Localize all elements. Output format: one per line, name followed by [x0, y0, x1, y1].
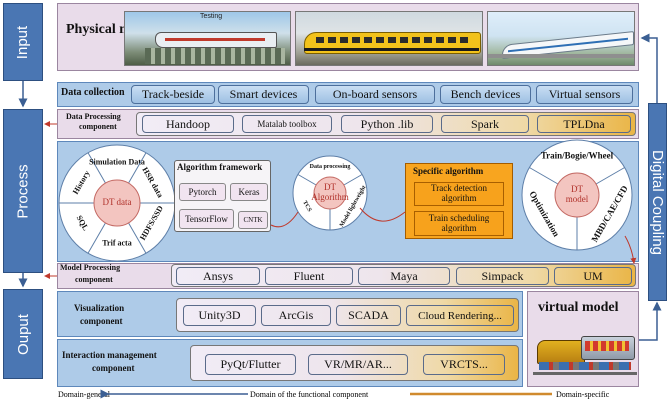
chip-smart-devices: Smart devices: [218, 85, 309, 104]
model-processing-label-1: Model Processing: [60, 263, 121, 272]
link-framework-to-algorithm: [270, 211, 299, 228]
visualization-bar: [176, 298, 519, 332]
chip-simpack: Simpack: [456, 267, 549, 285]
data-processing-label-1: Data Processing: [66, 112, 121, 121]
input-block: Input: [3, 3, 43, 81]
dt-model-divider: [529, 167, 559, 185]
dt-model-segment-label: Train/Bogie/Wheel: [541, 151, 614, 161]
dt-algorithm-center-label: DT: [324, 182, 336, 192]
chip-cntk: CNTK: [238, 211, 268, 229]
dt-algorithm-segment-label: Data processing: [310, 164, 351, 170]
testing-caption: Testing: [200, 13, 223, 20]
link-algorithm-to-specific: [359, 207, 406, 222]
chip-unity3d: Unity3D: [183, 305, 256, 326]
chip-pytorch: Pytorch: [179, 183, 226, 201]
dt-data-segment-label: Simulation Data: [89, 157, 145, 166]
domain-axis-label-left: Domain-general: [58, 390, 110, 399]
chip-um: UM: [554, 267, 632, 285]
white-train-bridge: [488, 54, 634, 58]
chip-bench-devices: Bench devices: [440, 85, 531, 104]
model-processing-bar: [171, 264, 636, 287]
chip-track-beside: Track-beside: [131, 85, 215, 104]
chip-maya: Maya: [358, 267, 450, 285]
chip-tpldna: TPLDna: [537, 115, 631, 133]
virtual-train-bogies: [539, 362, 631, 370]
data-collection-label: Data collection: [61, 87, 125, 98]
dt-data-segment-label: Trif acta: [102, 238, 131, 247]
dt-data-divider: [128, 152, 147, 184]
interaction-label-2: component: [92, 363, 135, 373]
interaction-label-1: Interaction management: [62, 350, 157, 360]
model-processing-label-2: component: [75, 275, 113, 284]
visualization-label-1: Visualization: [74, 303, 125, 313]
physical-photo-white-train: [487, 11, 635, 66]
physical-photo-testing: Testing: [124, 11, 291, 66]
dt-data-divider: [87, 222, 106, 254]
virtual-train-rail: [533, 372, 637, 375]
output-block: Ouput: [3, 289, 43, 379]
chip-pyqt-flutter: PyQt/Flutter: [205, 354, 296, 375]
chip-vrcts: VRCTS...: [423, 354, 505, 375]
dt-algorithm-divider: [343, 174, 363, 186]
testing-train-stripe: [165, 38, 265, 41]
algorithm-framework-title: Algorithm framework: [177, 162, 263, 172]
dt-model-center-label: DT: [571, 184, 583, 194]
visualization-label-2: component: [80, 316, 123, 326]
arrow-dtmodel-to-modelproc: [624, 235, 637, 264]
dt-data-center-label: DT data: [102, 197, 131, 207]
testing-rig: [145, 48, 285, 64]
domain-axis-label-center: Domain of the functional component: [250, 390, 369, 399]
chip-python-lib: Python .lib: [341, 115, 433, 133]
chip-keras: Keras: [230, 183, 268, 201]
dt-algorithm-center-label: Algorithm: [311, 192, 349, 202]
dt-model-center-label: model: [566, 194, 589, 204]
specific-algorithm-title: Specific algorithm: [413, 166, 484, 176]
process-block: Process: [3, 109, 43, 273]
domain-axis-label-right: Domain-specific: [556, 390, 610, 399]
dt-algorithm-divider: [297, 174, 317, 186]
chip-tensorflow: TensorFlow: [179, 209, 234, 229]
chip-on-board-sensors: On-board sensors: [315, 85, 435, 104]
dt-data-center: [93, 179, 141, 227]
dt-model-divider: [595, 167, 625, 185]
chip-virtual-sensors: Virtual sensors: [536, 85, 633, 104]
dt-data-divider: [87, 152, 106, 184]
chip-scada: SCADA: [336, 305, 401, 326]
virtual-train-interior: [585, 341, 629, 351]
yellow-train-windows: [316, 37, 471, 43]
chip-matlab-toolbox: Matalab toolbox: [242, 115, 332, 133]
chip-train-scheduling: Train scheduling algorithm: [414, 211, 504, 236]
yellow-train-stripe: [304, 48, 479, 51]
data-processing-label-2: component: [79, 122, 117, 131]
interaction-bar: [190, 345, 519, 381]
chip-ansys: Ansys: [176, 267, 260, 285]
chip-track-detection: Track detection algorithm: [414, 182, 504, 206]
arrow-virtual-to-coupling: [639, 301, 662, 341]
chip-arcgis: ArcGis: [261, 305, 331, 326]
virtual-train-image: [533, 332, 637, 380]
arrow-coupling-to-physical: [640, 33, 658, 103]
dt-algorithm-center: [313, 176, 347, 210]
chip-spark: Spark: [441, 115, 529, 133]
dt-algorithm-segment-label: TCS: [301, 200, 312, 214]
dt-data-divider: [128, 222, 147, 254]
dt-model-center: [554, 172, 600, 218]
chip-handoop: Handoop: [142, 115, 234, 133]
chip-cloud-rendering: Cloud Rendering...: [406, 305, 514, 326]
chip-fluent: Fluent: [265, 267, 353, 285]
digital-coupling-block: Digital Coupling: [648, 103, 667, 301]
chip-vr-mr-ar: VR/MR/AR...: [308, 354, 408, 375]
physical-photo-yellow-train: [295, 11, 483, 66]
virtual-model-title: virtual model: [538, 300, 619, 315]
